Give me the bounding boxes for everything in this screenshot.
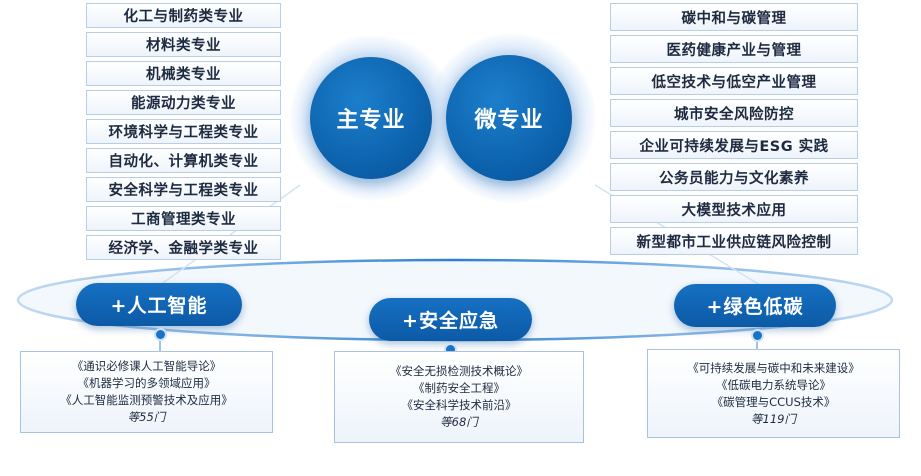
main-major-item: 机械类专业 <box>86 61 281 86</box>
main-major-item: 环境科学与工程类专业 <box>86 119 281 144</box>
course-title: 《可持续发展与碳中和未来建设》 <box>687 360 860 375</box>
theme-safety-pill: +安全应急 <box>369 298 532 341</box>
main-major-item: 工商管理类专业 <box>86 206 281 231</box>
orbit-dot <box>751 329 764 342</box>
micro-major-item: 大模型技术应用 <box>610 195 858 223</box>
main-major-item: 能源动力类专业 <box>86 90 281 115</box>
main-major-item: 安全科学与工程类专业 <box>86 177 281 202</box>
course-count: 等68门 <box>440 415 478 429</box>
micro-major-item: 医药健康产业与管理 <box>610 35 858 63</box>
course-title: 《机器学习的多领域应用》 <box>77 376 216 390</box>
micro-major-item: 低空技术与低空产业管理 <box>610 67 858 95</box>
micro-major-item: 公务员能力与文化素养 <box>610 163 858 191</box>
micro-major-item: 企业可持续发展与ESG 实践 <box>610 131 858 159</box>
course-title: 《通识必修课人工智能导论》 <box>71 359 222 373</box>
main-major-list: 化工与制药类专业 材料类专业 机械类专业 能源动力类专业 环境科学与工程类专业 … <box>86 3 281 264</box>
course-card-ai: 《通识必修课人工智能导论》 《机器学习的多领域应用》 《人工智能监测预警技术及应… <box>20 351 273 433</box>
micro-major-item: 碳中和与碳管理 <box>610 3 858 31</box>
course-title: 《碳管理与CCUS技术》 <box>711 394 836 409</box>
course-count: 等55门 <box>127 410 166 424</box>
theme-green-pill: +绿色低碳 <box>674 284 836 327</box>
theme-ai-pill: +人工智能 <box>76 283 242 326</box>
course-title: 《安全科学技术前沿》 <box>401 398 517 412</box>
course-title: 《低碳电力系统导论》 <box>716 377 831 392</box>
course-title: 《安全无损检测技术概论》 <box>390 364 528 378</box>
main-major-circle: 主专业 <box>310 57 432 179</box>
micro-major-circle: 微专业 <box>446 55 572 181</box>
main-major-item: 自动化、计算机类专业 <box>86 148 281 173</box>
main-major-item: 材料类专业 <box>86 32 281 57</box>
main-major-item: 经济学、金融学类专业 <box>86 235 281 260</box>
micro-major-item: 城市安全风险防控 <box>610 99 858 127</box>
course-count: 等119门 <box>751 411 796 426</box>
course-card-green: 《可持续发展与碳中和未来建设》 《低碳电力系统导论》 《碳管理与CCUS技术》 … <box>647 349 900 438</box>
main-major-item: 化工与制药类专业 <box>86 3 281 28</box>
orbit-dot <box>154 328 167 341</box>
micro-major-item: 新型都市工业供应链风险控制 <box>610 227 858 255</box>
course-title: 《制药安全工程》 <box>413 381 505 395</box>
course-card-safety: 《安全无损检测技术概论》 《制药安全工程》 《安全科学技术前沿》 等68门 <box>334 351 584 443</box>
micro-major-list: 碳中和与碳管理 医药健康产业与管理 低空技术与低空产业管理 城市安全风险防控 企… <box>610 3 858 259</box>
course-title: 《人工智能监测预警技术及应用》 <box>60 393 233 407</box>
